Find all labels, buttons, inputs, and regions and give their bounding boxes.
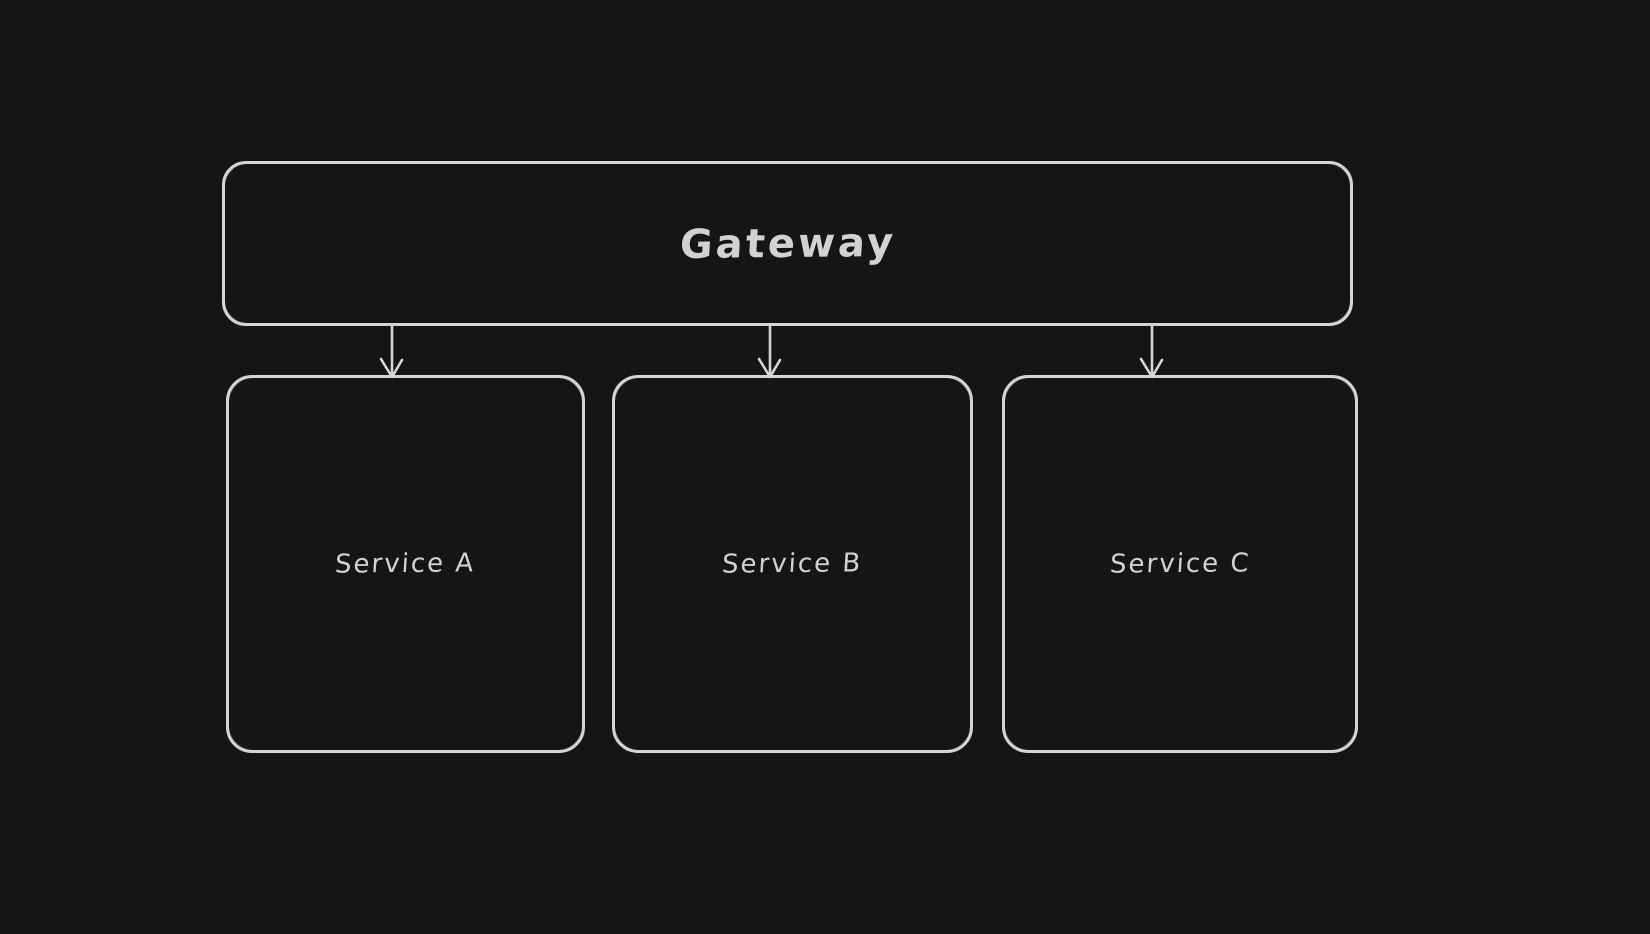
arrow-gateway-to-service-c-icon[interactable] [1130,324,1174,380]
service-c-label: Service C [1108,548,1252,580]
service-b-node[interactable]: Service B [612,375,973,753]
gateway-node[interactable]: Gateway [222,161,1353,326]
service-a-node[interactable]: Service A [226,375,585,753]
arrow-gateway-to-service-a-icon[interactable] [370,324,414,380]
service-c-node[interactable]: Service C [1002,375,1358,753]
gateway-label: Gateway [678,219,897,268]
arrow-gateway-to-service-b-icon[interactable] [748,324,792,380]
service-a-label: Service A [334,548,477,580]
service-b-label: Service B [721,548,864,580]
